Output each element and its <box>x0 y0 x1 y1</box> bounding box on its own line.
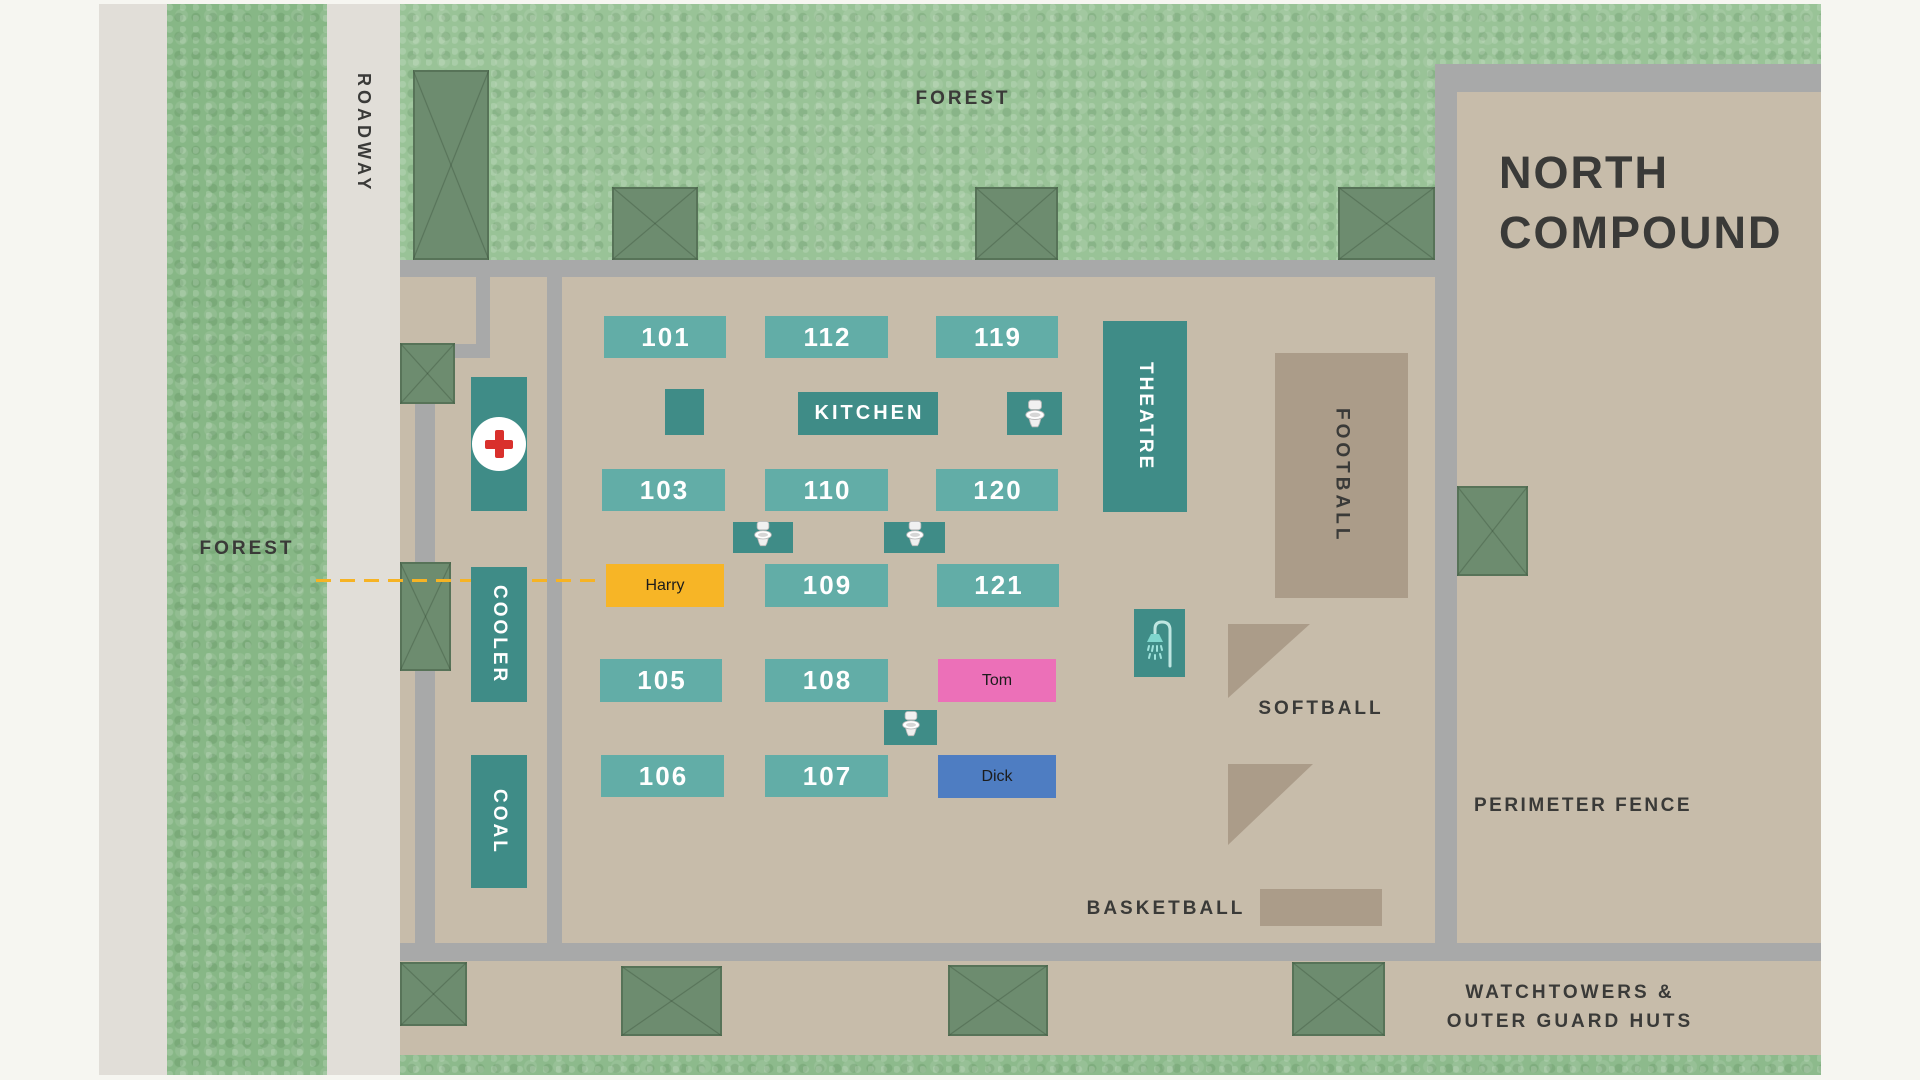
tunnel-tom: Tom <box>938 659 1056 702</box>
football-field: FOOTBALL <box>1275 353 1408 598</box>
watchtower-icon <box>948 965 1048 1036</box>
basketball-label: BASKETBALL <box>1086 898 1246 919</box>
toilet-icon <box>905 520 924 546</box>
roadway-strip <box>327 4 400 1075</box>
hut-108: 108 <box>765 659 888 702</box>
path-west <box>415 404 435 953</box>
theatre-building: THEATRE <box>1103 321 1187 512</box>
shower-icon <box>1146 620 1171 668</box>
watchtower-icon <box>400 343 455 404</box>
watchtower-icon <box>612 187 698 260</box>
shower-block <box>1134 609 1185 677</box>
north-compound-line-1: NORTH <box>1499 147 1669 198</box>
perimeter-fence-label: PERIMETER FENCE <box>1473 795 1693 816</box>
hut-120: 120 <box>936 469 1058 511</box>
cooler-label: COOLER <box>489 584 510 685</box>
coal-label: COAL <box>489 788 510 855</box>
hut-101: 101 <box>604 316 726 358</box>
hut-119: 119 <box>936 316 1058 358</box>
hut-103: 103 <box>602 469 725 511</box>
watchtower-icon <box>413 70 489 260</box>
unlabeled-building <box>665 389 704 435</box>
softball-label: SOFTBALL <box>1258 698 1384 719</box>
washroom <box>1007 392 1062 435</box>
hut-110: 110 <box>765 469 888 511</box>
forest-north-label: FOREST <box>915 88 1011 109</box>
hospital-building <box>471 377 527 511</box>
washroom <box>884 710 937 745</box>
basketball-court <box>1260 889 1382 926</box>
watchtower-icon <box>1338 187 1435 260</box>
washroom <box>884 520 945 553</box>
path-segment <box>455 344 490 358</box>
path-central <box>547 277 562 961</box>
theatre-label: THEATRE <box>1135 361 1156 472</box>
coal-building: COAL <box>471 755 527 888</box>
washroom <box>733 520 793 553</box>
toilet-icon <box>901 710 920 736</box>
football-label: FOOTBALL <box>1331 407 1353 544</box>
watchtower-icon <box>621 966 722 1036</box>
fence-south <box>400 943 1821 961</box>
watchtower-icon <box>1457 486 1528 576</box>
toilet-icon <box>1024 399 1045 427</box>
watchtower-icon <box>1292 962 1385 1036</box>
kitchen-building: KITCHEN <box>798 392 938 435</box>
hut-107: 107 <box>765 755 888 797</box>
watchtowers-line-2: OUTER GUARD HUTS <box>1446 1011 1694 1032</box>
north-compound-label: NORTH COMPOUND <box>1499 143 1783 263</box>
roadway-label: ROADWAY <box>354 73 374 194</box>
tunnel-route-line <box>316 579 600 582</box>
hut-121: 121 <box>937 564 1059 607</box>
hospital-cross-icon <box>472 417 526 471</box>
forest-west-label: FOREST <box>199 538 295 559</box>
forest-south-area <box>400 1055 1821 1075</box>
watchtowers-line-1: WATCHTOWERS & <box>1465 982 1675 1003</box>
toilet-icon <box>754 520 772 546</box>
watchtowers-label: WATCHTOWERS & OUTER GUARD HUTS <box>1440 978 1700 1036</box>
watchtower-icon <box>975 187 1058 260</box>
watchtower-icon <box>400 962 467 1026</box>
road-verge <box>99 4 167 1075</box>
hut-106: 106 <box>601 755 724 797</box>
north-compound-line-2: COMPOUND <box>1499 207 1783 258</box>
hut-109: 109 <box>765 564 888 607</box>
fence-north <box>400 260 1435 277</box>
cooler-building: COOLER <box>471 567 527 702</box>
tunnel-harry: Harry <box>606 564 724 607</box>
path-segment <box>476 277 490 358</box>
hut-112: 112 <box>765 316 888 358</box>
hut-105: 105 <box>600 659 722 702</box>
tunnel-dick: Dick <box>938 755 1056 798</box>
forest-west-area <box>167 4 327 1075</box>
